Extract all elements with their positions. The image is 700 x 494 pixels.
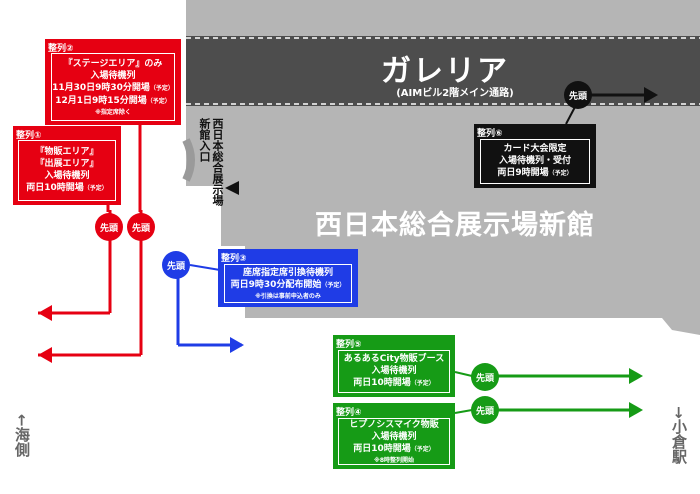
queue-text: 両日9時開場 bbox=[497, 168, 549, 178]
queue-text: あるあるCity物販ブース bbox=[343, 354, 445, 364]
tentative-note: （予定） bbox=[410, 380, 435, 387]
queue-text: 入場待機列 bbox=[90, 70, 136, 81]
queue-text: 両日10時開場 bbox=[26, 183, 84, 193]
queue-tag: 整列② bbox=[48, 44, 74, 54]
tentative-note: （予定） bbox=[146, 97, 171, 105]
queue-tag: 整列④ bbox=[336, 408, 362, 418]
lead-label: 先頭 bbox=[99, 224, 118, 234]
lead-label: 先頭 bbox=[475, 374, 494, 384]
direction-right: →小倉駅 bbox=[670, 406, 688, 464]
queue-box-2: 整列② 『ステージエリア』のみ 入場待機列 11月30日9時30分開場（予定） … bbox=[45, 39, 181, 125]
lead-label: 先頭 bbox=[475, 407, 494, 417]
queue-tag: 整列⑤ bbox=[336, 340, 362, 350]
queue-tag: 整列① bbox=[16, 131, 42, 141]
queue-note: ※指定席除く bbox=[95, 108, 131, 116]
queue-text: ヒプノシスマイク物販 bbox=[349, 419, 439, 430]
lead-label: 先頭 bbox=[131, 224, 150, 234]
queue-text: 11月30日9時30分開場 bbox=[52, 82, 150, 93]
tentative-note: （予定） bbox=[410, 445, 435, 453]
lead-marker-red-2 bbox=[127, 213, 155, 241]
queue-text: 『出展エリア』 bbox=[35, 159, 99, 169]
queue-box-6: 整列⑥ カード大会限定 入場待機列・受付 両日9時開場（予定） bbox=[474, 124, 596, 188]
lead-label: 先頭 bbox=[166, 262, 185, 272]
lead-marker-green-1 bbox=[471, 363, 499, 391]
galleria-subtitle: (AIMビル2階メイン通路) bbox=[396, 88, 514, 99]
queue-tag: 整列③ bbox=[221, 254, 247, 264]
tentative-note: （予定） bbox=[149, 84, 174, 92]
queue-info: 『物販エリア』 『出展エリア』 入場待機列 両日10時開場（予定） bbox=[18, 140, 116, 201]
queue-box-1: 整列① 『物販エリア』 『出展エリア』 入場待機列 両日10時開場（予定） bbox=[13, 126, 121, 205]
galleria-title: ガレリア bbox=[381, 54, 509, 89]
lead-marker-green-2 bbox=[471, 396, 499, 424]
queue-text: 入場待機列 bbox=[44, 171, 90, 181]
queue-box-5: 整列⑤ あるあるCity物販ブース 入場待機列 両日10時開場（予定） bbox=[333, 335, 455, 397]
queue-text: 『ステージエリア』のみ bbox=[63, 58, 163, 69]
queue-text: 入場待機列 bbox=[371, 431, 417, 442]
queue-box-3: 整列③ 座席指定席引換待機列 両日9時30分配布開始（予定） ※引換は事前申込者… bbox=[218, 249, 358, 307]
hall-title: 西日本総合展示場新館 bbox=[315, 210, 595, 241]
queue-text: 12月1日9時15分開場 bbox=[55, 95, 147, 106]
queue-info: カード大会限定 入場待機列・受付 両日9時開場（予定） bbox=[480, 139, 590, 184]
entrance-arrow bbox=[225, 181, 239, 195]
lead-marker-red-1 bbox=[95, 213, 123, 241]
queue-box-4: 整列④ ヒプノシスマイク物販 入場待機列 両日10時開場（予定） ※8時整列開始 bbox=[333, 403, 455, 469]
direction-left: ←海側 bbox=[13, 414, 31, 457]
queue-note: ※8時整列開始 bbox=[373, 456, 414, 464]
hall-vertical-label: 西日本総合展示場 bbox=[211, 118, 224, 206]
queue-text: カード大会限定 bbox=[503, 144, 567, 154]
queue-text: 入場待機列・受付 bbox=[498, 156, 571, 166]
queue-info: あるあるCity物販ブース 入場待機列 両日10時開場（予定） bbox=[338, 350, 450, 393]
queue-text: 入場待機列 bbox=[371, 366, 417, 376]
queue-info: 『ステージエリア』のみ 入場待機列 11月30日9時30分開場（予定） 12月1… bbox=[51, 53, 175, 121]
lead-marker-blue bbox=[162, 251, 190, 279]
queue-text: 両日10時開場 bbox=[353, 378, 411, 388]
lead-label: 先頭 bbox=[568, 92, 587, 102]
queue-info: 座席指定席引換待機列 両日9時30分配布開始（予定） ※引換は事前申込者のみ bbox=[224, 264, 352, 303]
entrance-label: 新館入口 bbox=[198, 118, 211, 162]
entrance-wall bbox=[182, 138, 195, 182]
queue-text: 両日9時30分配布開始 bbox=[230, 279, 322, 290]
queue-tag: 整列⑥ bbox=[477, 129, 503, 139]
tentative-note: （予定） bbox=[83, 185, 108, 192]
lead-marker-black bbox=[564, 81, 592, 109]
tentative-note: （予定） bbox=[321, 281, 346, 289]
tentative-note: （予定） bbox=[548, 170, 573, 177]
queue-text: 座席指定席引換待機列 bbox=[242, 267, 333, 278]
queue-text: 『物販エリア』 bbox=[35, 147, 99, 157]
queue-note: ※引換は事前申込者のみ bbox=[255, 292, 321, 300]
queue-text: 両日10時開場 bbox=[353, 443, 411, 454]
queue-info: ヒプノシスマイク物販 入場待機列 両日10時開場（予定） ※8時整列開始 bbox=[338, 418, 450, 465]
